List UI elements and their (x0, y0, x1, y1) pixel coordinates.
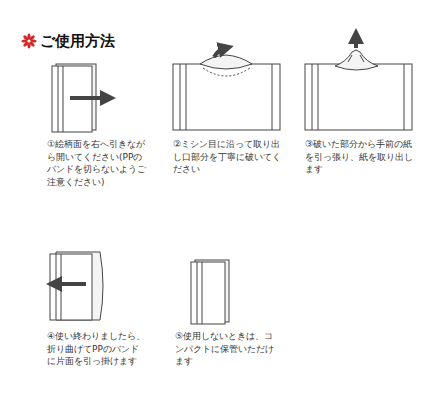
step-caption: ②ミシン目に沿って取り出し口部分を丁寧に破いてください (173, 138, 283, 176)
step1-figure (52, 64, 108, 132)
step-caption: ③破いた部分から手前の紙を引っ張り、紙を取り出します (305, 138, 415, 176)
page-title: ご使用方法 (40, 32, 115, 51)
step3-figure (305, 36, 412, 130)
step-caption: ④使い終わりましたら、折り曲げてPPのバンドに片面を引っ掛けます (47, 330, 147, 368)
step5-figure (191, 260, 229, 324)
step-caption: ⑤使用しないときは、コンパクトに保管いただけます (175, 330, 275, 368)
flower-center (27, 39, 30, 42)
flower-petal (22, 34, 29, 41)
step-caption: ①絵柄面を右へ引きながら開いてください(PPのバンドを切らないようご注意ください… (47, 138, 147, 188)
step2-figure (173, 48, 280, 130)
step4-figure (50, 252, 103, 320)
flower-symbol (21, 33, 36, 48)
